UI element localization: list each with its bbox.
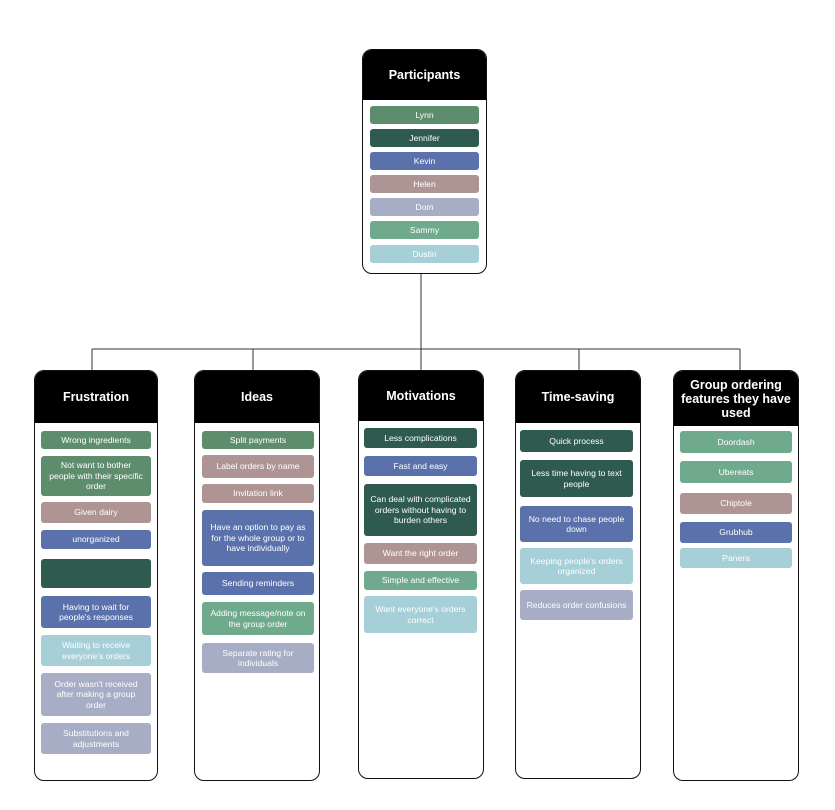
group-ordering-sticky-note: Doordash (680, 431, 792, 453)
participants-sticky-note: Lynn (370, 106, 479, 124)
ideas-sticky-note: Label orders by name (202, 455, 314, 478)
participants-sticky-note: Dustin (370, 245, 479, 263)
frustration-sticky-note: unorganized (41, 530, 151, 549)
participants-sticky-note: Helen (370, 175, 479, 193)
participants-sticky-note: Jennifer (370, 129, 479, 147)
ideas-sticky-note: Adding message/note on the group order (202, 602, 314, 635)
motivations-sticky-note: Want the right order (364, 543, 477, 564)
ideas-sticky-note: Sending reminders (202, 572, 314, 595)
motivations-title: Motivations (359, 371, 483, 421)
frustration-sticky-note: Having to wait for people's responses (41, 596, 151, 628)
participants-sticky-note: Sammy (370, 221, 479, 239)
ideas-sticky-note: Split payments (202, 431, 314, 449)
frustration-sticky-note: Wrong ingredients (41, 431, 151, 449)
ideas-sticky-note: Have an option to pay as for the whole g… (202, 510, 314, 566)
frustration-sticky-note: Waiting to receive everyone's orders (41, 635, 151, 666)
ideas-sticky-note: Invitation link (202, 484, 314, 503)
group-ordering-sticky-note: Panera (680, 548, 792, 568)
participants-title: Participants (363, 50, 486, 100)
group-ordering-sticky-note: Chiptole (680, 493, 792, 514)
frustration-sticky-note: Substitutions and adjustments (41, 723, 151, 754)
frustration-sticky-note: Not want to bother people with their spe… (41, 456, 151, 496)
frustration-sticky-note (41, 559, 151, 588)
motivations-sticky-note: Want everyone's orders correct (364, 596, 477, 633)
group-ordering-sticky-note: Grubhub (680, 522, 792, 543)
time-saving-sticky-note: Reduces order confusions (520, 590, 633, 620)
group-ordering-sticky-note: Ubereats (680, 461, 792, 483)
frustration-sticky-note: Given dairy (41, 502, 151, 523)
time-saving-sticky-note: No need to chase people down (520, 506, 633, 542)
frustration-sticky-note: Order wasn't received after making a gro… (41, 673, 151, 716)
time-saving-sticky-note: Quick process (520, 430, 633, 452)
time-saving-title: Time-saving (516, 371, 640, 423)
time-saving-sticky-note: Keeping people's orders organized (520, 548, 633, 584)
ideas-title: Ideas (195, 371, 319, 423)
motivations-sticky-note: Less complications (364, 428, 477, 448)
motivations-sticky-note: Fast and easy (364, 456, 477, 476)
group-ordering-title: Group ordering features they have used (674, 371, 798, 426)
motivations-sticky-note: Simple and effective (364, 571, 477, 590)
frustration-title: Frustration (35, 371, 157, 423)
time-saving-sticky-note: Less time having to text people (520, 460, 633, 497)
participants-sticky-note: Kevin (370, 152, 479, 170)
participants-sticky-note: Dom (370, 198, 479, 216)
ideas-sticky-note: Separate rating for individuals (202, 643, 314, 673)
motivations-sticky-note: Can deal with complicated orders without… (364, 484, 477, 536)
